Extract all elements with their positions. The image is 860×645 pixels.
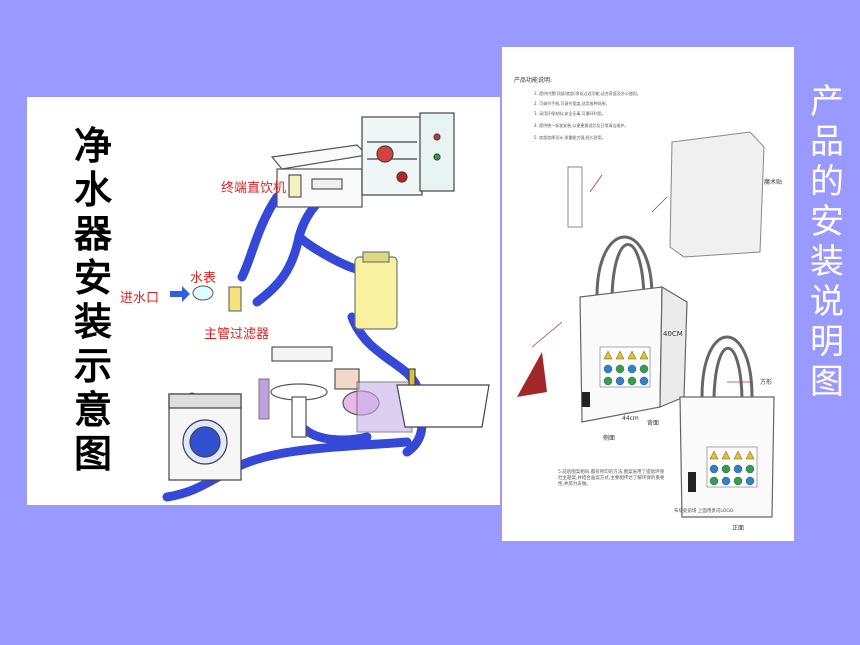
text-line: 4. 提供统一标准安装,以便更换滤芯及日常清洁维护。 xyxy=(534,123,629,128)
bathtub xyxy=(396,368,490,428)
pipe-under-sink xyxy=(297,422,372,445)
width-label: 44cm xyxy=(622,415,639,422)
front-label: 正面 xyxy=(732,525,745,532)
title-char: 说 xyxy=(810,282,844,322)
bag-illustrations xyxy=(517,131,775,518)
title-char: 明 xyxy=(810,322,844,362)
bottom-note: 5.前后图案相同,都有所印的方法,图案采用了提倡环保社主题案,并结合画案方式,主… xyxy=(558,470,665,487)
terminal-label: 终端直饮机 xyxy=(221,181,287,196)
side-label: 侧面 xyxy=(603,435,616,442)
title-char: 安 xyxy=(810,202,844,242)
installation-illustration xyxy=(162,112,490,502)
pipe-bottom xyxy=(162,437,412,502)
title-char: 装 xyxy=(73,300,112,344)
title-char: 品 xyxy=(810,122,844,162)
title-char: 的 xyxy=(810,162,844,202)
pipe-to-tank xyxy=(294,232,362,274)
function-heading: 产品功能说明: xyxy=(514,77,553,84)
logo-note: 布缝处前增 上面用贵司LOGO xyxy=(674,509,734,514)
water-meter xyxy=(192,285,242,312)
filter-tank xyxy=(354,251,398,330)
size-label: 40CM xyxy=(663,330,683,338)
washing-machine xyxy=(168,393,242,481)
towel xyxy=(258,378,270,420)
back-label: 背面 xyxy=(647,420,660,427)
water-purifier-diagram: 净 水 器 安 装 示 意 图 终端直饮机 水表 进水口 主管过滤器 xyxy=(27,97,500,505)
inlet-label: 进水口 xyxy=(120,291,160,306)
title-char: 图 xyxy=(73,432,112,476)
bag-instruction-sheet: 产品功能说明: 1. 提供内置(顶部/底部)净化过滤功能,适合家庭及办公使用。 … xyxy=(502,47,794,541)
title-char: 装 xyxy=(810,242,844,282)
kitchen-cabinet xyxy=(270,144,369,208)
refrigerator xyxy=(361,112,455,196)
text-line: 2. 可调节手柄,可调节宽度,适用各种场所。 xyxy=(534,101,610,106)
title-char: 安 xyxy=(73,256,112,300)
text-line: 5. 底部加厚设计,承重能力强,经久耐用。 xyxy=(534,135,606,140)
title-char: 净 xyxy=(73,124,112,168)
square-label: 方形 xyxy=(760,379,773,386)
title-char: 水 xyxy=(73,168,112,212)
meter-label: 水表 xyxy=(190,271,217,286)
right-vertical-title: 产 品 的 安 装 说 明 图 xyxy=(802,85,852,405)
title-char: 示 xyxy=(73,344,112,388)
velcro-label: 魔术贴 xyxy=(764,179,783,186)
text-line: 1. 提供内置(顶部/底部)净化过滤功能,适合家庭及办公使用。 xyxy=(534,91,641,96)
title-char: 器 xyxy=(73,212,112,256)
text-line: 3. 采用环保材料,安全无毒,可循环利用。 xyxy=(534,111,606,116)
left-vertical-title: 净 水 器 安 装 示 意 图 xyxy=(63,127,123,479)
filter-label: 主管过滤器 xyxy=(204,327,270,342)
icon-grid xyxy=(599,346,651,388)
title-char: 意 xyxy=(73,388,112,432)
title-char: 图 xyxy=(810,362,844,402)
inlet-arrow-icon xyxy=(170,286,190,302)
title-char: 产 xyxy=(810,82,844,122)
bathroom-sink xyxy=(270,346,333,438)
pipe-to-kitchen xyxy=(237,192,282,282)
